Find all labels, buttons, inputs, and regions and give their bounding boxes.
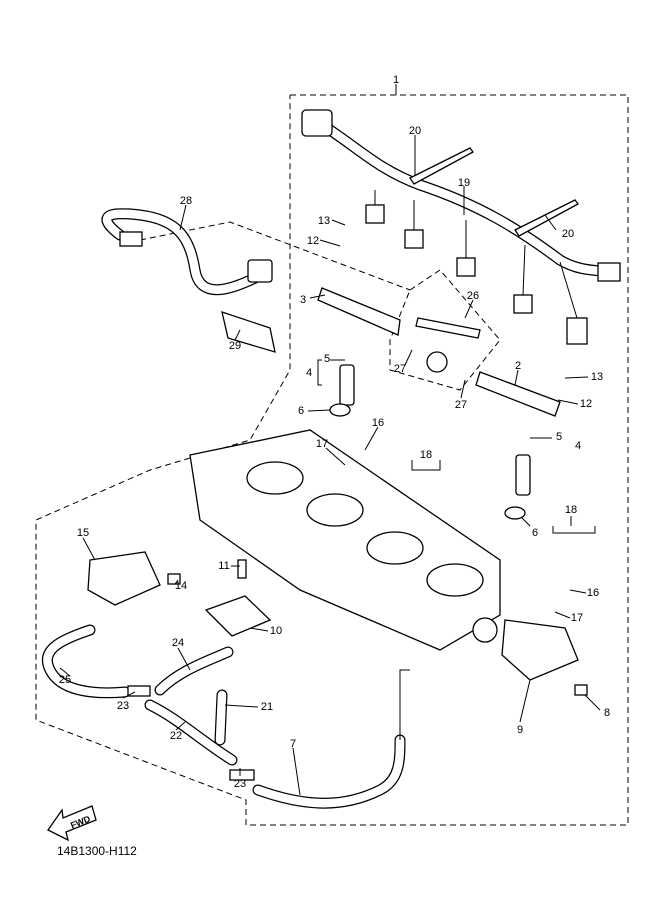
callout: 4 xyxy=(575,440,581,452)
hose-clamp xyxy=(221,311,276,353)
callout: 21 xyxy=(261,701,273,713)
callout: 16 xyxy=(587,587,599,599)
callout: 18 xyxy=(565,504,577,516)
callout: 19 xyxy=(458,177,470,189)
callout: 28 xyxy=(180,195,192,207)
callout: 17 xyxy=(571,612,583,624)
callout: 7 xyxy=(290,738,296,750)
callout: 26 xyxy=(467,290,479,302)
drawing-code: 14B1300-H112 xyxy=(57,844,137,858)
callout: 14 xyxy=(175,580,187,592)
callout: 11 xyxy=(218,560,229,572)
callout: 27 xyxy=(394,363,406,375)
callout: 29 xyxy=(229,340,241,352)
throttle-position-sensor xyxy=(501,619,579,681)
callout: 6 xyxy=(298,405,304,417)
fwd-arrow-icon: FWD xyxy=(47,805,97,842)
callout: 27 xyxy=(455,399,467,411)
callout: 4 xyxy=(306,367,312,379)
callout: 20 xyxy=(409,125,421,137)
callout-labels: 1 20 19 20 28 13 12 3 26 29 5 4 27 2 13 … xyxy=(59,74,610,790)
callout: 23 xyxy=(117,700,129,712)
callout: 17 xyxy=(316,438,328,450)
fuel-rail-2 xyxy=(475,371,561,417)
callout: 5 xyxy=(556,431,562,443)
callout: 18 xyxy=(420,449,432,461)
callout: 10 xyxy=(270,625,282,637)
fuel-pipe-26 xyxy=(415,317,481,339)
callout: 9 xyxy=(517,724,523,736)
callout: 1 xyxy=(393,74,399,86)
injector xyxy=(339,364,355,406)
group-26-boundary xyxy=(389,269,501,391)
fuel-rail-3 xyxy=(317,287,401,336)
callout: 8 xyxy=(604,707,610,719)
map-sensor xyxy=(204,595,272,637)
wire-harness xyxy=(301,109,621,345)
callout: 24 xyxy=(172,637,184,649)
callout: 16 xyxy=(372,417,384,429)
callout: 25 xyxy=(59,674,71,686)
callout: 13 xyxy=(318,215,330,227)
callout: 22 xyxy=(170,730,182,742)
callout: 20 xyxy=(562,228,574,240)
callout: 5 xyxy=(324,353,330,365)
callout: 3 xyxy=(300,294,306,306)
callout: 15 xyxy=(77,527,89,539)
callout: 6 xyxy=(532,527,538,539)
cable-tie xyxy=(514,199,579,237)
injector xyxy=(515,454,531,496)
throttle-position-sensor xyxy=(87,551,161,606)
callout: 2 xyxy=(515,360,521,372)
leader-lines xyxy=(59,135,601,796)
callout: 12 xyxy=(307,235,319,247)
callout: 12 xyxy=(580,398,592,410)
cable-tie xyxy=(409,147,474,185)
throttle-body xyxy=(189,429,501,651)
callout: 23 xyxy=(234,778,246,790)
callout: 13 xyxy=(591,371,603,383)
group-1-boundary xyxy=(35,94,629,826)
